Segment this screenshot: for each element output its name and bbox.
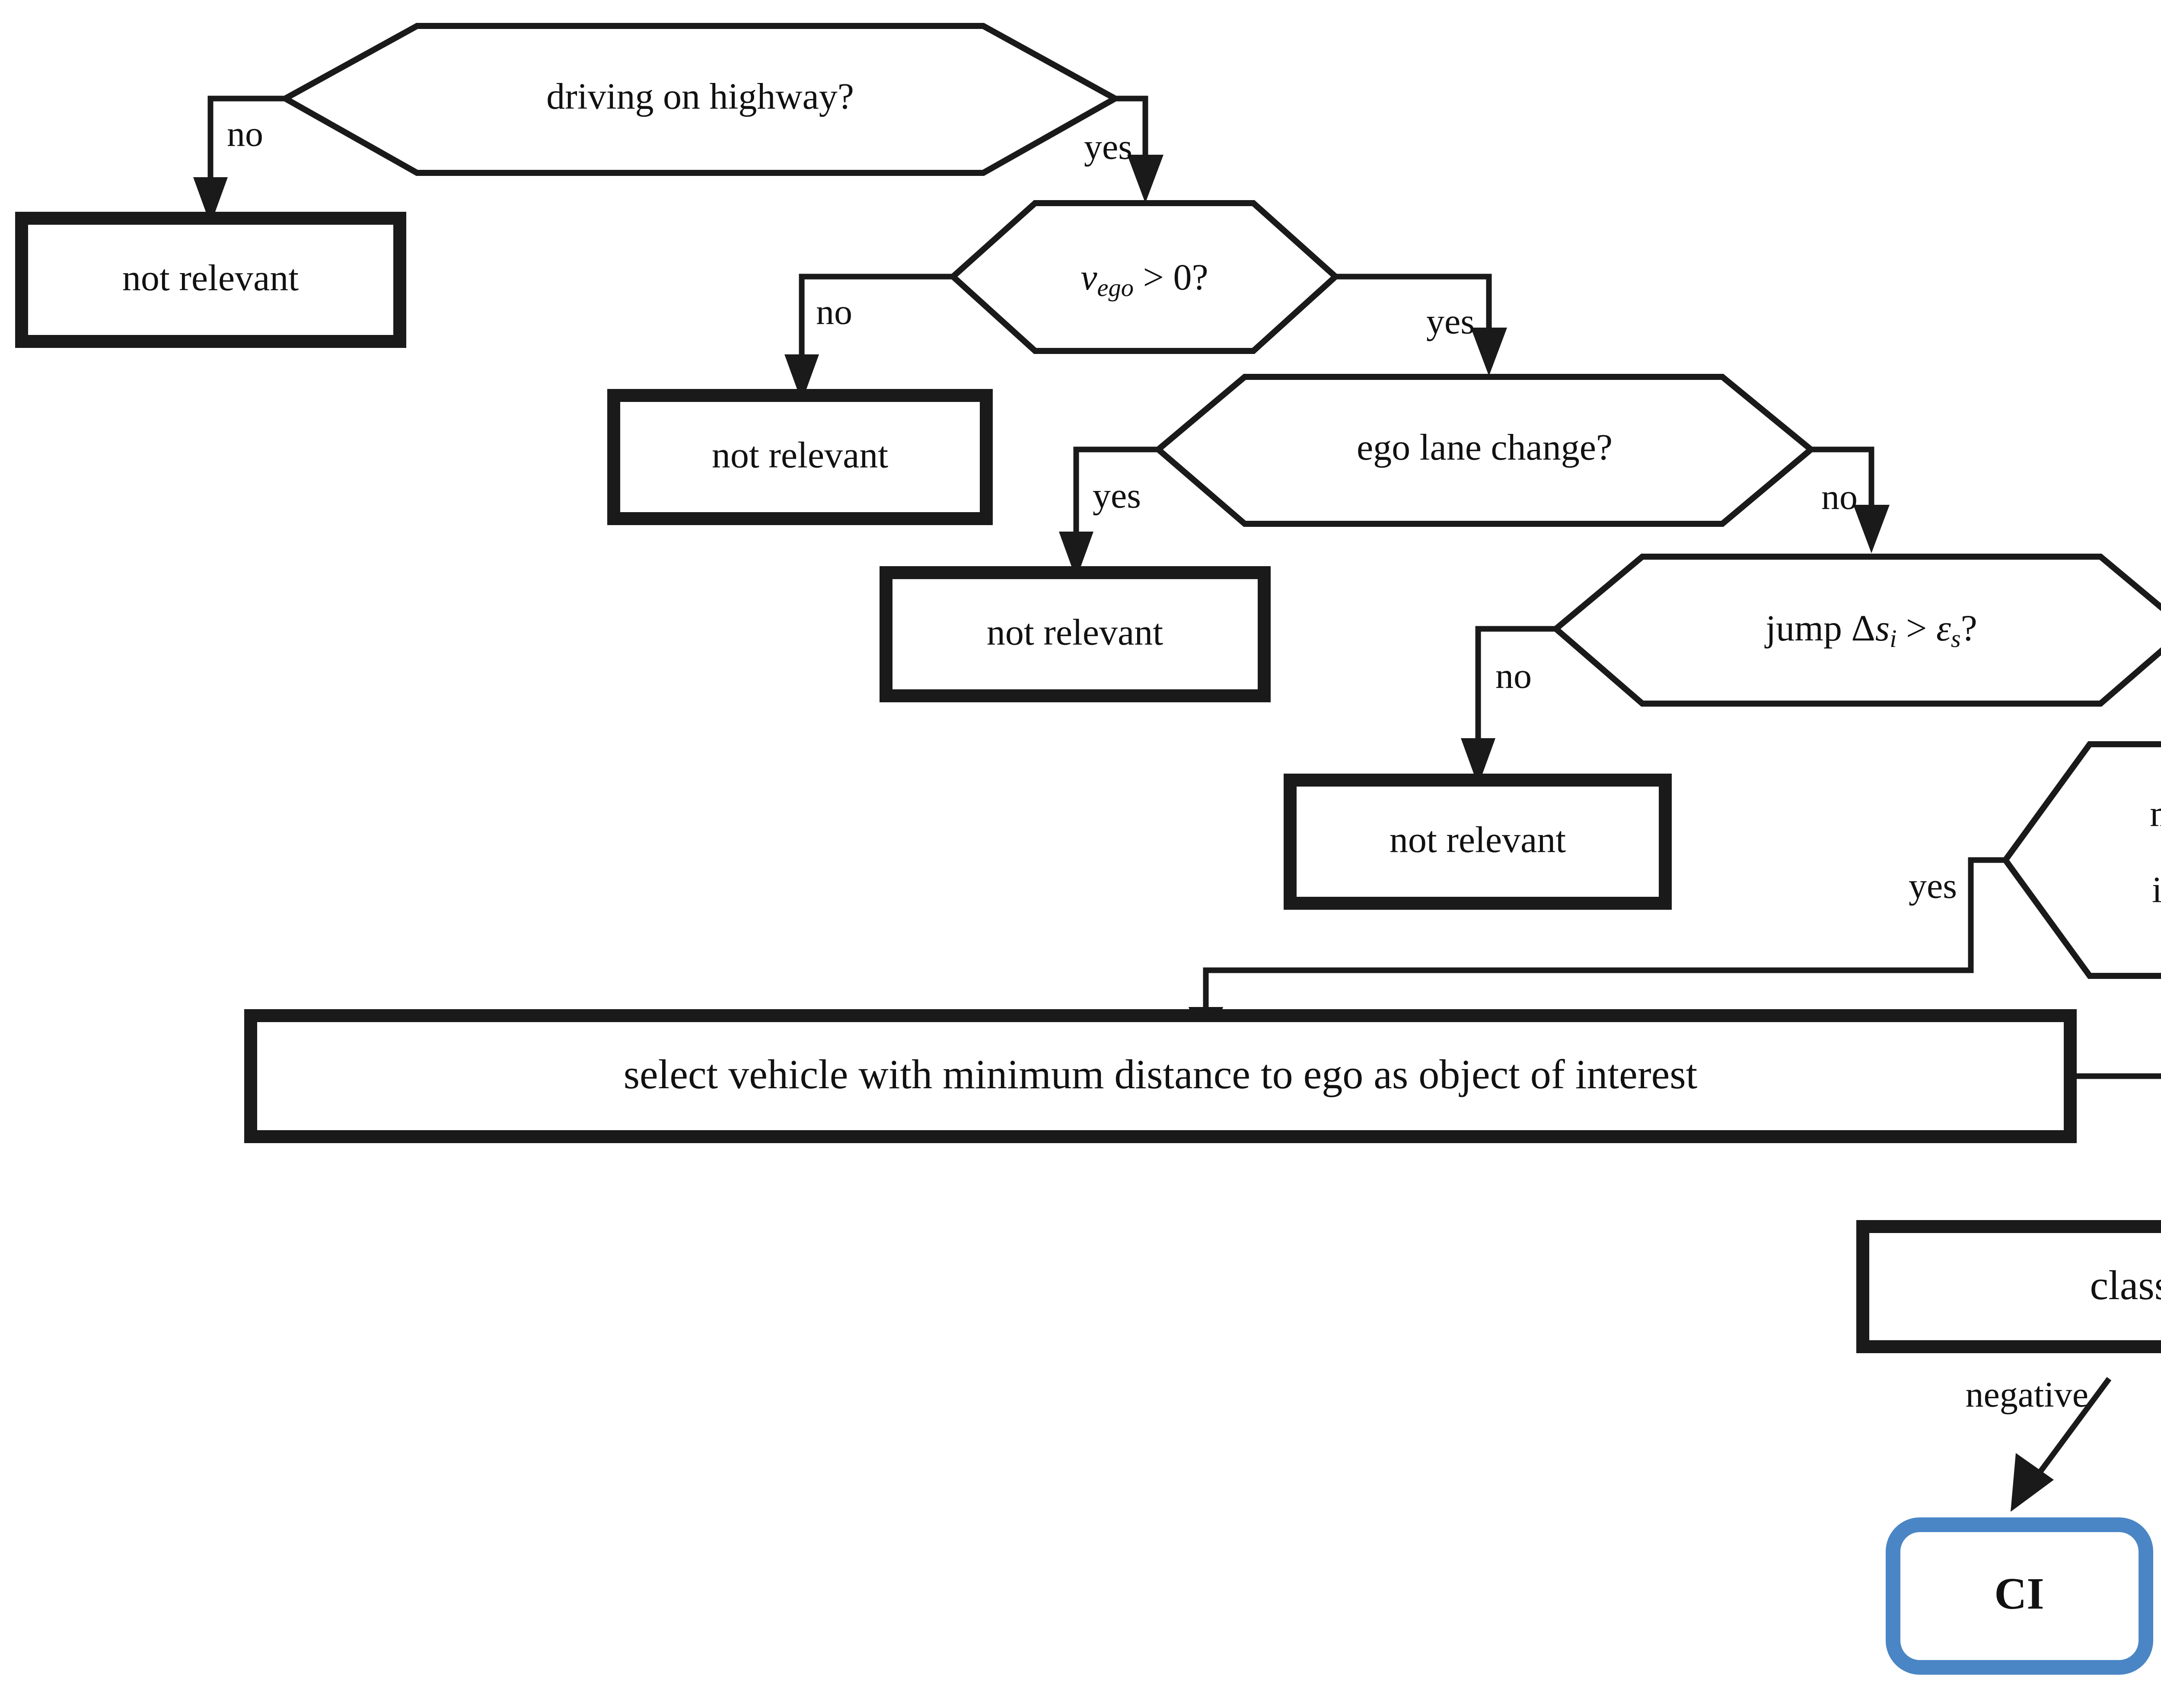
decision-jump-threshold[interactable]: jump Δsi > εs? xyxy=(1551,554,2161,707)
process-not-relevant-4[interactable]: not relevant xyxy=(1284,774,1672,910)
decision-vego-label: vego > 0? xyxy=(1080,256,1208,302)
edge-label-class-negative: negative xyxy=(1965,1374,2088,1415)
edge-highway-yes xyxy=(1115,96,1163,203)
process-not-relevant-2-label: not relevant xyxy=(712,434,888,476)
decision-multiple-objects-label-line2: in surrounding? xyxy=(2152,869,2161,911)
edge-select-to-classify xyxy=(2070,1073,2161,1079)
process-not-relevant-1[interactable]: not relevant xyxy=(15,212,406,348)
process-classify-event-label: classify event based on s(t)-jump xyxy=(2090,1262,2161,1308)
edge-label-jump-no: no xyxy=(1495,656,1532,696)
decision-vego-gt-zero[interactable]: vego > 0? xyxy=(948,200,1340,354)
terminal-ci[interactable]: CI xyxy=(1886,1517,2153,1675)
process-select-vehicle-label: select vehicle with minimum distance to … xyxy=(624,1051,1698,1097)
decision-driving-on-highway[interactable]: driving on highway? xyxy=(279,23,1122,176)
decision-driving-on-highway-label: driving on highway? xyxy=(546,76,854,117)
edge-vego-no xyxy=(784,274,953,402)
edge-label-highway-yes: yes xyxy=(1084,127,1132,167)
edge-jump-no xyxy=(1461,626,1556,786)
decision-jump-label: jump Δsi > εs? xyxy=(1764,607,1977,653)
process-not-relevant-3-label: not relevant xyxy=(987,612,1163,653)
process-classify-event[interactable]: classify event based on s(t)-jump xyxy=(1856,1220,2161,1353)
edge-label-multi-yes: yes xyxy=(1909,866,1957,906)
process-not-relevant-2[interactable]: not relevant xyxy=(607,389,993,525)
process-not-relevant-1-label: not relevant xyxy=(122,257,299,299)
decision-multiple-objects-label-line1: multiple objects xyxy=(2150,793,2161,835)
edge-lane-yes xyxy=(1059,446,1158,579)
decision-ego-lane-change[interactable]: ego lane change? xyxy=(1154,374,1816,527)
edge-label-vego-no: no xyxy=(816,292,852,332)
process-select-vehicle[interactable]: select vehicle with minimum distance to … xyxy=(244,1009,2077,1143)
edge-label-vego-yes: yes xyxy=(1426,301,1475,341)
process-not-relevant-3[interactable]: not relevant xyxy=(880,566,1271,702)
edge-label-lane-no: no xyxy=(1821,477,1858,517)
edge-vego-yes xyxy=(1335,274,1507,376)
terminal-ci-label: CI xyxy=(1994,1569,2044,1619)
edge-highway-no xyxy=(193,96,285,225)
edge-label-lane-yes: yes xyxy=(1093,475,1141,516)
edge-label-highway-no: no xyxy=(227,114,263,154)
edge-class-negative xyxy=(2011,1377,2112,1512)
decision-multiple-objects[interactable]: multiple objects in surrounding? xyxy=(2002,741,2161,979)
process-not-relevant-4-label: not relevant xyxy=(1390,819,1566,860)
edge-lane-no xyxy=(1811,446,1890,553)
decision-ego-lane-change-label: ego lane change? xyxy=(1357,427,1613,468)
